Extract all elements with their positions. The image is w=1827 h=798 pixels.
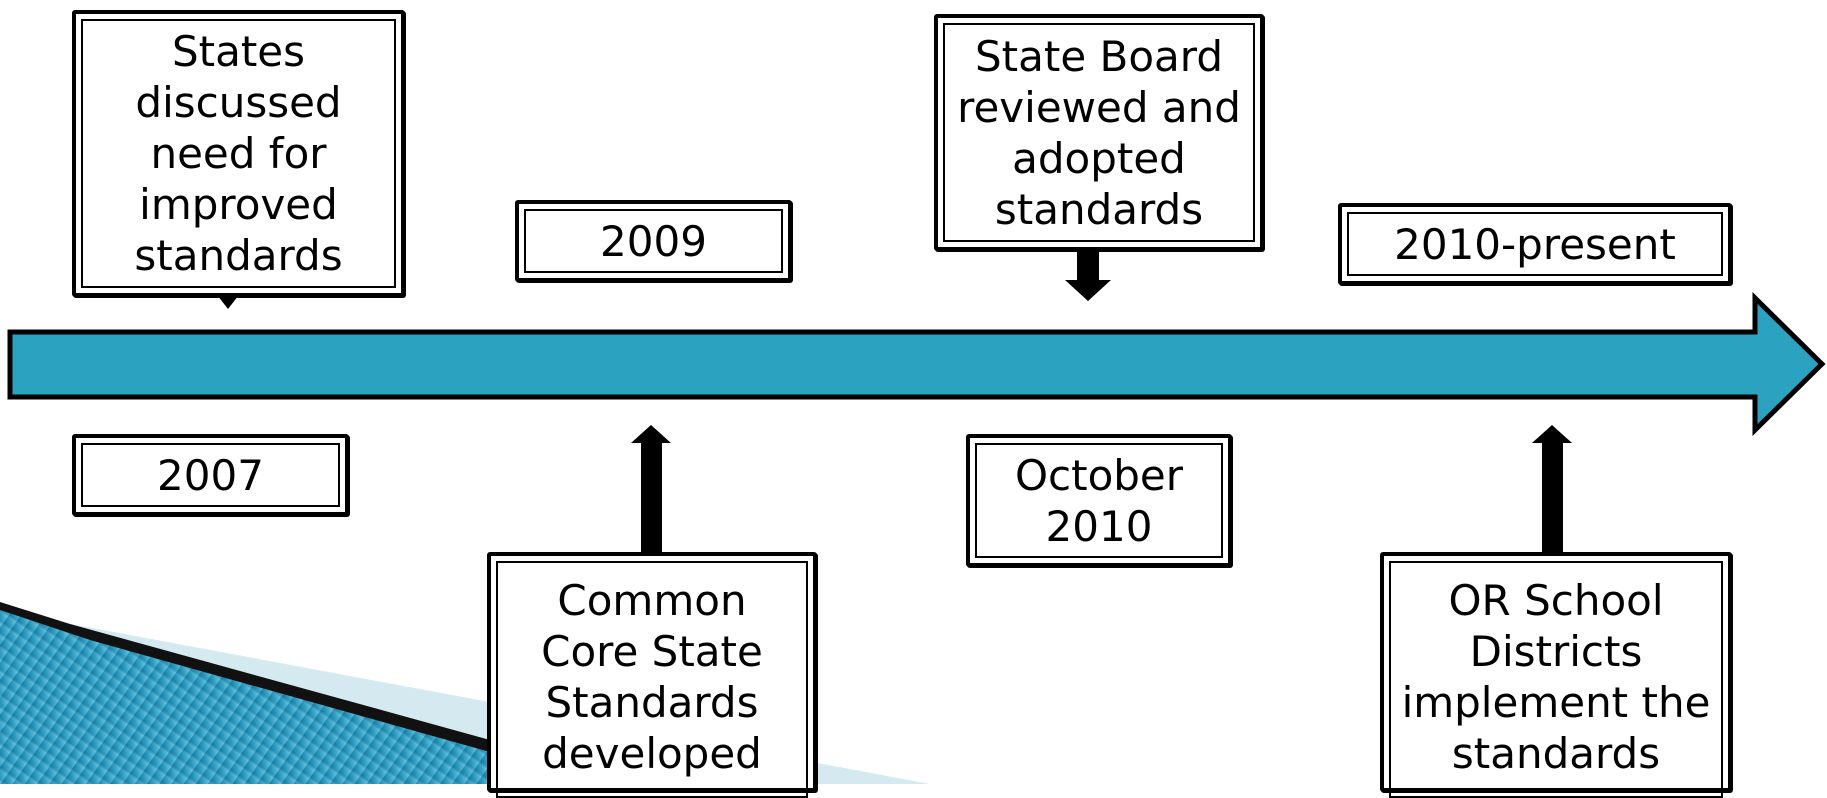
event-text: State Board reviewed and adopted standar… [957, 31, 1241, 234]
year-box-2010-present: 2010-present [1338, 203, 1732, 285]
year-text: October 2010 [1014, 450, 1184, 551]
year-text: 2007 [157, 450, 264, 500]
event-box-states-discussed: States discussed need for improved stand… [72, 10, 405, 297]
event-text: OR School Districts implement the standa… [1401, 575, 1711, 778]
arrow-up-icon [631, 425, 671, 552]
arrow-up-icon [1532, 425, 1572, 552]
year-text: 2010-present [1394, 219, 1676, 269]
year-text: 2009 [600, 216, 707, 266]
event-text: States discussed need for improved stand… [134, 27, 343, 280]
year-box-2007: 2007 [72, 434, 349, 516]
event-text: Common Core State Standards developed [541, 575, 763, 778]
year-box-2009: 2009 [515, 200, 792, 282]
event-box-ccss-developed: Common Core State Standards developed [487, 552, 817, 798]
event-box-districts-implement: OR School Districts implement the standa… [1380, 552, 1732, 798]
year-box-october-2010: October 2010 [966, 434, 1232, 567]
event-box-board-adopted: State Board reviewed and adopted standar… [934, 14, 1264, 251]
arrow-down-icon [1065, 247, 1111, 301]
